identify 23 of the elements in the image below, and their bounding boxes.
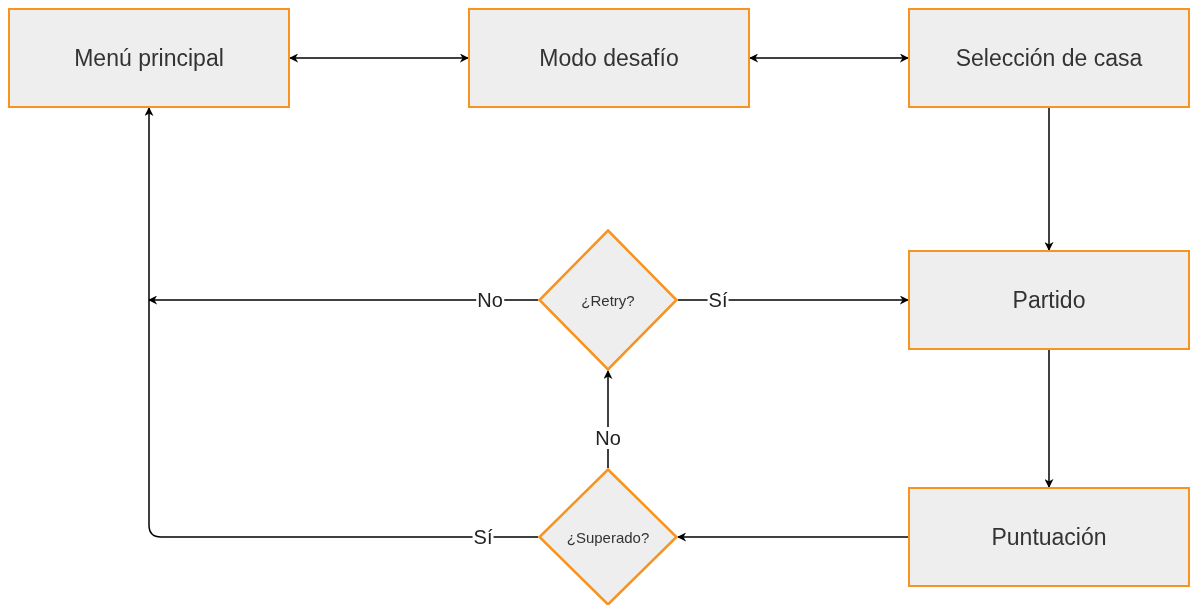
node-text: Partido <box>1012 286 1086 314</box>
arrow <box>1044 349 1054 488</box>
decision-diamond <box>538 468 678 605</box>
node-text: Puntuación <box>991 523 1107 551</box>
node-text: ¿Superado? <box>566 528 650 546</box>
node-text: Modo desafío <box>539 44 679 72</box>
process-box <box>908 250 1190 350</box>
arrow <box>144 107 539 538</box>
node-text: ¿Retry? <box>581 291 635 309</box>
edge-label: No <box>594 427 622 449</box>
arrow <box>148 295 539 305</box>
arrow <box>677 532 909 542</box>
arrow <box>677 295 909 305</box>
arrow <box>749 53 909 63</box>
process-box <box>8 8 290 108</box>
node-text: Menú principal <box>74 44 224 72</box>
arrow <box>1044 107 1054 251</box>
arrow <box>289 53 469 63</box>
decision-diamond <box>538 229 678 371</box>
node-text: Selección de casa <box>955 44 1143 72</box>
process-box <box>468 8 750 108</box>
process-box <box>908 8 1190 108</box>
process-box <box>908 487 1190 587</box>
